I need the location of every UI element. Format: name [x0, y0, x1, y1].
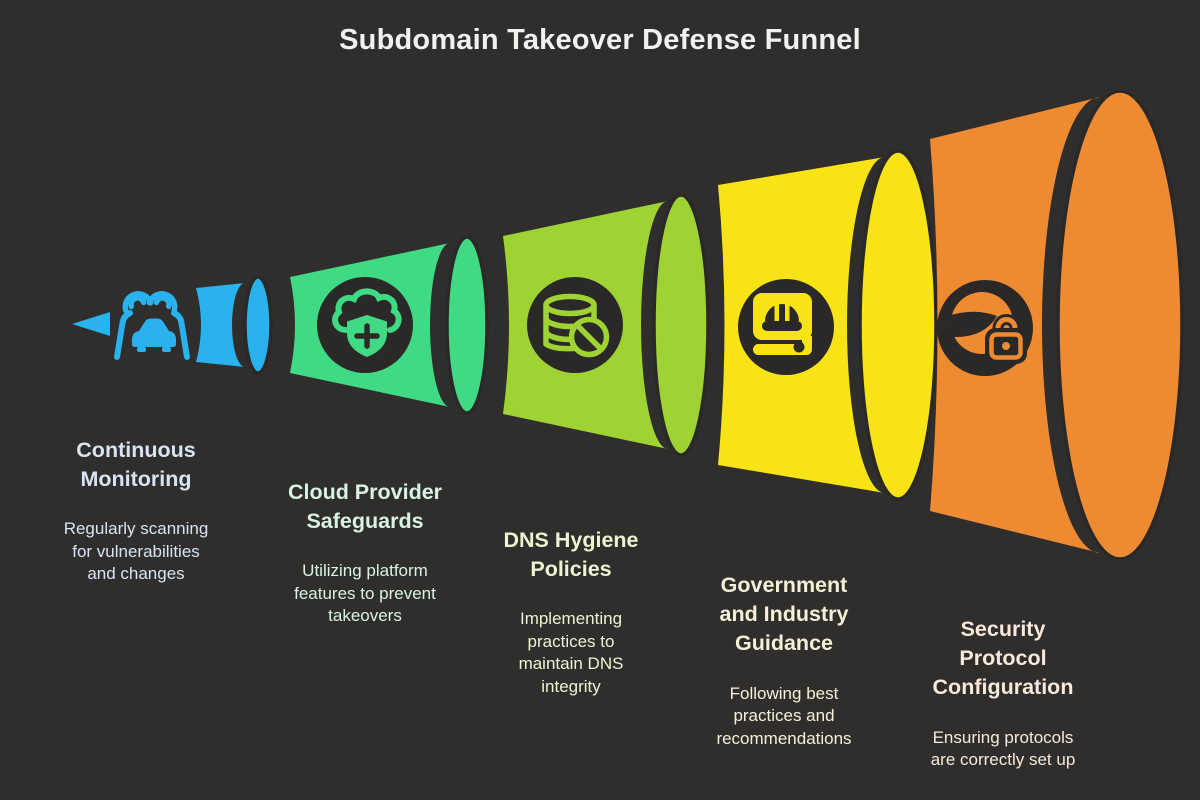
stage-name-4: Government and Industry Guidance: [719, 573, 849, 656]
stage-description-5: Ensuring protocols are correctly set up: [930, 727, 1076, 770]
funnel-tip: [72, 312, 110, 336]
stage-name-1: Continuous Monitoring: [76, 438, 196, 492]
stage-name-2: Cloud Provider Safeguards: [287, 480, 443, 534]
stage-label-3: DNS Hygiene Policies Implementing practi…: [471, 526, 671, 698]
stage-label-5: Security Protocol Configuration Ensuring…: [903, 615, 1103, 772]
stage-label-2: Cloud Provider Safeguards Utilizing plat…: [265, 478, 465, 628]
stage-description-1: Regularly scanning for vulnerabilities a…: [63, 519, 209, 584]
stage-label-1: Continuous Monitoring Regularly scanning…: [36, 436, 236, 586]
stage-label-4: Government and Industry Guidance Followi…: [684, 571, 884, 750]
hardhat-manual-icon: [753, 293, 812, 355]
stage-name-3: DNS Hygiene Policies: [503, 528, 639, 582]
funnel-cap-4: [858, 149, 938, 501]
funnel-stage-5: [930, 89, 1184, 561]
funnel-cap-5: [1056, 89, 1184, 561]
helmet-lock-icon: [950, 292, 1027, 364]
page-title: Subdomain Takeover Defense Funnel: [339, 24, 861, 56]
funnel-cap-2: [445, 235, 489, 415]
stage-description-3: Implementing practices to maintain DNS i…: [518, 609, 624, 696]
cloud-shield-plus-icon: [332, 288, 402, 357]
funnel-cap-1: [243, 275, 273, 375]
stage-name-5: Security Protocol Configuration: [932, 617, 1074, 700]
stage-description-4: Following best practices and recommendat…: [716, 683, 852, 748]
funnel-stage-1: [72, 275, 273, 375]
stage-description-2: Utilizing platform features to prevent t…: [294, 561, 436, 626]
vehicle-monitoring-icon: [114, 291, 190, 360]
funnel-cap-3: [652, 193, 710, 457]
funnel-stage-3: [503, 193, 710, 457]
database-ban-icon: [543, 293, 610, 358]
funnel-stage-4: [718, 149, 938, 501]
funnel-cone-1: [196, 283, 245, 367]
funnel-stage-2: [290, 235, 489, 415]
